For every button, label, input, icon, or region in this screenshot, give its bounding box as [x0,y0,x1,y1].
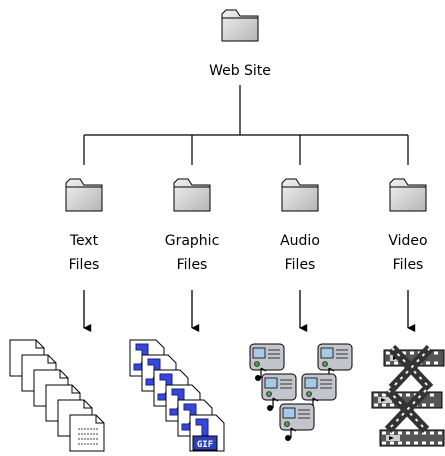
video-files-label-line1: Video [388,233,427,249]
audio-files-label-line1: Audio [280,233,320,249]
audio-file-item [317,343,353,381]
audio-files-folder-icon [281,178,319,212]
text-files-label-line1: Text [69,233,99,249]
gif-badge: GIF [192,435,218,451]
audio-file-item [261,373,297,411]
gif-badge-label: GIF [197,440,213,450]
audio-file-item [249,343,285,381]
graphic-files-folder-icon [173,178,211,212]
film-strip [379,429,445,447]
text-document-page [69,414,105,452]
film-strip-files-icon [371,344,445,447]
graphic-files-label-line1: Graphic [165,233,220,249]
tree-connectors [83,85,409,165]
root-folder-icon [221,9,259,42]
film-strip-diamond [384,344,434,434]
audio-file-item [279,403,315,441]
video-files-label-line2: Files [393,257,424,273]
video-files-folder-icon [389,178,427,212]
audio-files-label-line2: Files [285,257,316,273]
text-files-label-line2: Files [69,257,100,273]
audio-file-item [301,373,337,411]
graphic-files-label-line2: Files [177,257,208,273]
text-documents-icon [9,339,105,452]
text-files-folder-icon [65,178,103,212]
audio-speaker-files-icon [249,343,353,441]
gif-image-files-icon: GIF [129,339,225,452]
root-label: Web Site [209,63,271,79]
